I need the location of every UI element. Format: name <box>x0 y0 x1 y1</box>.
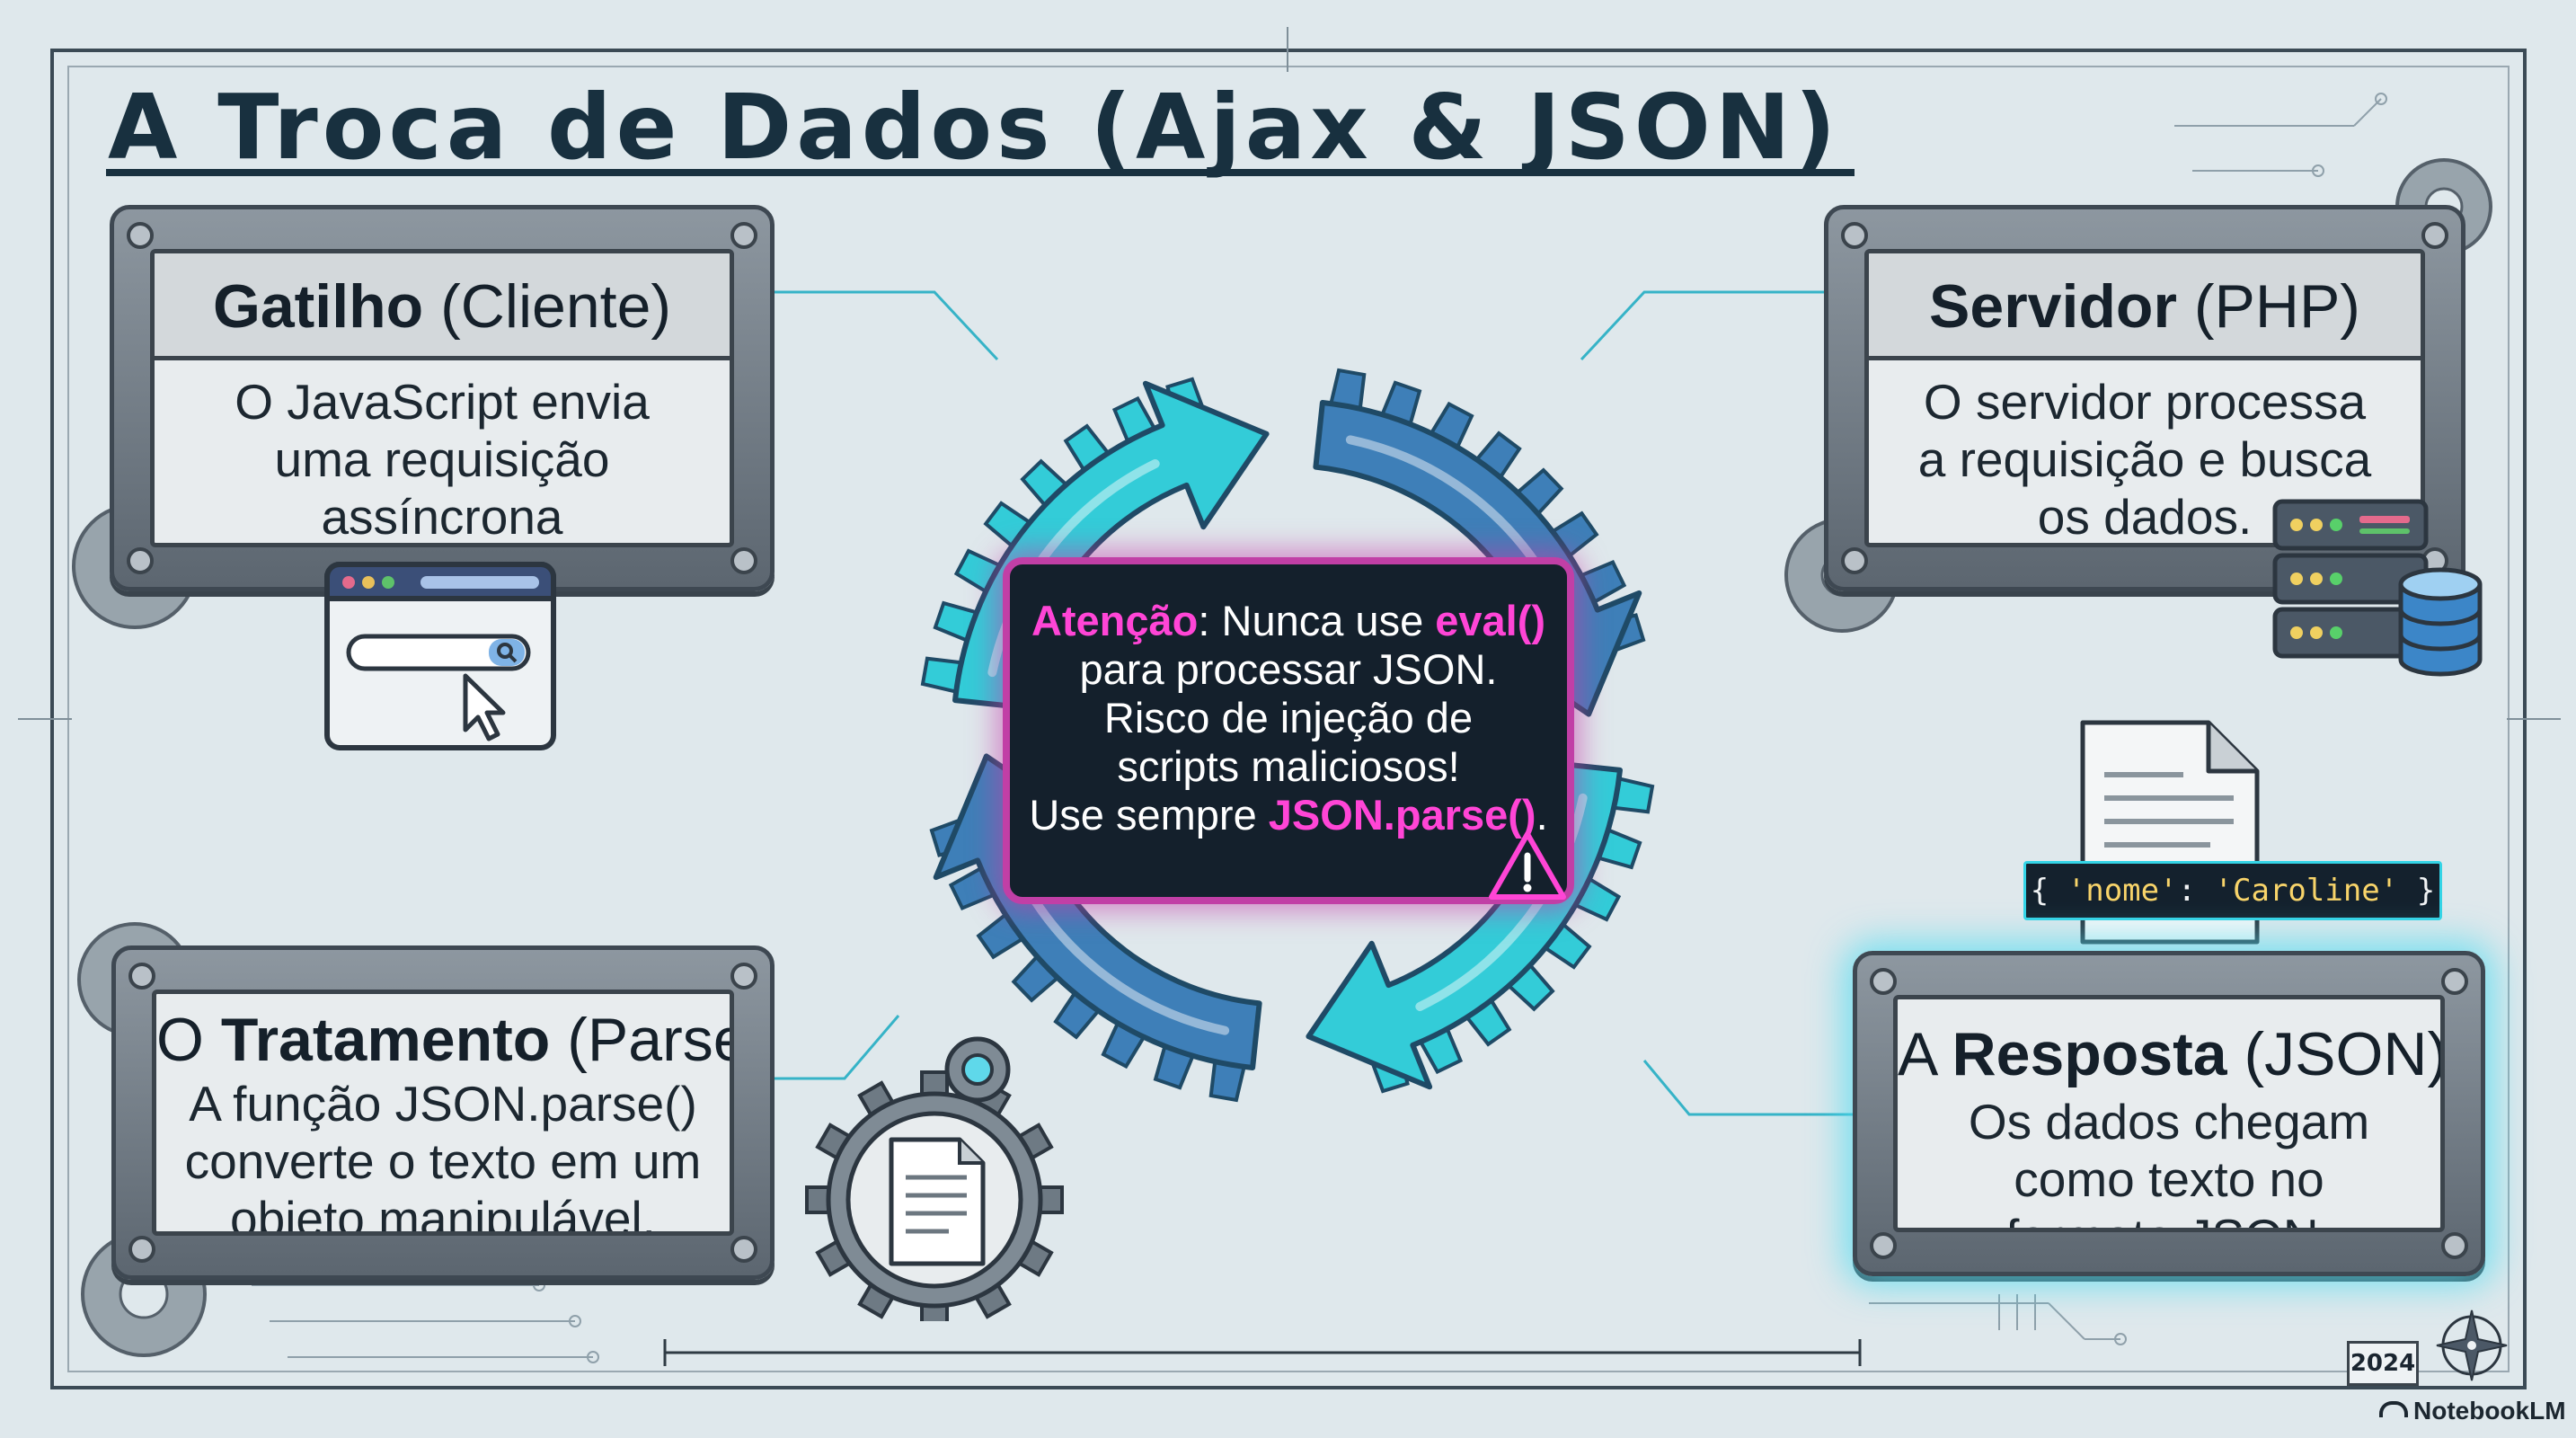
panel-bolt <box>2441 1232 2468 1259</box>
page-title: A Troca de Dados (Ajax & JSON) <box>108 75 1841 180</box>
client-step-card: Gatilho (Cliente) O JavaScript envia uma… <box>150 249 734 547</box>
brand-footer: NotebookLM <box>2379 1397 2566 1425</box>
panel-bolt <box>128 1236 155 1263</box>
year-label: 2024 <box>2347 1341 2419 1386</box>
compass-icon <box>2436 1309 2508 1381</box>
response-step-description: Os dados chegam como texto no formato JS… <box>1968 1094 2370 1228</box>
title-underline <box>106 169 1855 176</box>
panel-bolt <box>730 547 757 574</box>
response-step-card: A Resposta (JSON) Os dados chegam como t… <box>1893 995 2445 1232</box>
client-step-panel: Gatilho (Cliente) O JavaScript envia uma… <box>110 205 775 591</box>
json-example: { 'nome': 'Caroline' } <box>2023 861 2442 920</box>
server-database-icon <box>2272 499 2483 677</box>
server-step-description: O servidor processa a requisição e busca… <box>1917 374 2372 546</box>
security-warning-box: Atenção: Nunca use eval() para processar… <box>1003 557 1574 904</box>
panel-bolt <box>730 963 757 990</box>
panel-bolt <box>2421 222 2448 249</box>
server-step-card: Servidor (PHP) O servidor processa a req… <box>1864 249 2425 547</box>
panel-bolt <box>127 547 154 574</box>
panel-bolt <box>730 222 757 249</box>
panel-bolt <box>1841 222 1868 249</box>
panel-bolt <box>730 1236 757 1263</box>
server-step-title: Servidor (PHP) <box>1869 253 2421 361</box>
response-step-panel: A Resposta (JSON) Os dados chegam como t… <box>1853 951 2485 1276</box>
gear-document-icon <box>805 1036 1064 1321</box>
panel-bolt <box>1870 1232 1897 1259</box>
response-step-title: A Resposta (JSON) <box>1898 1020 2445 1088</box>
panel-bolt <box>127 222 154 249</box>
panel-bolt <box>128 963 155 990</box>
panel-bolt <box>1870 968 1897 995</box>
panel-bolt <box>1841 547 1868 574</box>
client-step-description: O JavaScript envia uma requisição assínc… <box>235 374 650 546</box>
panel-bolt <box>2441 968 2468 995</box>
warning-icon <box>1489 831 1566 900</box>
client-step-title: Gatilho (Cliente) <box>155 253 730 361</box>
browser-search-icon <box>324 562 556 750</box>
parse-step-description: A função JSON.parse() converte o texto e… <box>184 1076 702 1236</box>
notebooklm-logo-icon <box>2379 1401 2408 1417</box>
parse-step-card: O Tratamento (Parse) A função JSON.parse… <box>152 990 734 1236</box>
parse-step-title: O Tratamento (Parse) <box>156 1006 730 1074</box>
cycle-arrow-highlight <box>987 459 1160 678</box>
parse-step-panel: O Tratamento (Parse) A função JSON.parse… <box>111 945 775 1280</box>
